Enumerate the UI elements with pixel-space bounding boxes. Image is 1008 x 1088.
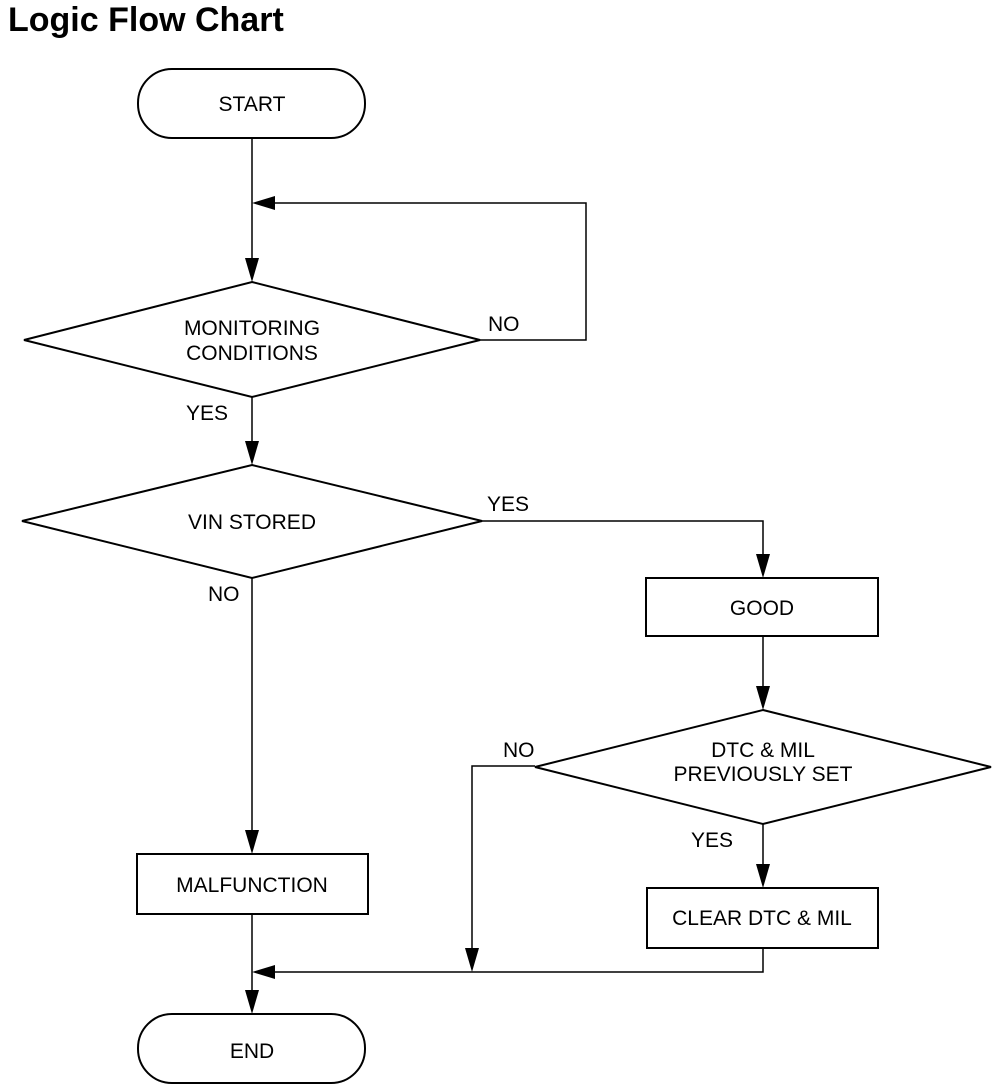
connectors bbox=[251, 138, 764, 1000]
arrowhead-clear-in bbox=[756, 864, 770, 888]
arrowhead-monitoring-in bbox=[245, 258, 259, 282]
node-vin-stored-label: VIN STORED bbox=[188, 511, 316, 534]
arrowhead-loop-return bbox=[252, 196, 275, 210]
node-clear-dtc-mil: CLEAR DTC & MIL bbox=[646, 887, 879, 949]
arrowhead-good-in bbox=[756, 554, 770, 578]
edge-clear-to-merge bbox=[265, 948, 764, 973]
node-start: START bbox=[137, 68, 366, 139]
node-dtc-label-1: DTC & MIL bbox=[711, 739, 815, 762]
arrowhead-dtc-in bbox=[756, 686, 770, 710]
edge-label-monitoring-yes: YES bbox=[186, 402, 228, 425]
node-malfunction-label: MALFUNCTION bbox=[176, 874, 328, 897]
arrowhead-vin-in bbox=[245, 441, 259, 465]
edge-label-vin-yes: YES bbox=[487, 493, 529, 516]
edge-dtc-no bbox=[471, 765, 535, 958]
arrowhead-dtc-no-down bbox=[465, 948, 479, 972]
node-end-label: END bbox=[230, 1040, 274, 1063]
node-good-label: GOOD bbox=[730, 597, 794, 620]
node-dtc-mil-previously-set: DTC & MIL PREVIOUSLY SET bbox=[534, 708, 992, 826]
node-monitoring-conditions: MONITORING CONDITIONS bbox=[23, 280, 481, 399]
arrowhead-end-in bbox=[245, 990, 259, 1014]
node-good: GOOD bbox=[645, 577, 879, 637]
edge-label-dtc-yes: YES bbox=[691, 829, 733, 852]
node-end: END bbox=[137, 1013, 366, 1084]
edge-label-dtc-no: NO bbox=[503, 739, 535, 762]
node-dtc-label-2: PREVIOUSLY SET bbox=[674, 763, 853, 786]
node-malfunction: MALFUNCTION bbox=[136, 853, 369, 915]
edge-label-monitoring-no: NO bbox=[488, 313, 520, 336]
edge-labels: NO YES YES NO NO YES bbox=[186, 313, 733, 852]
arrowhead-merge bbox=[252, 965, 275, 979]
edge-vin-yes bbox=[482, 520, 764, 566]
arrowheads bbox=[245, 196, 770, 1014]
arrowhead-malfunction-in bbox=[245, 830, 259, 854]
page-title: Logic Flow Chart bbox=[8, 1, 284, 39]
node-monitoring-label-2: CONDITIONS bbox=[186, 342, 318, 365]
edge-monitoring-no-loop bbox=[265, 202, 587, 341]
node-vin-stored: VIN STORED bbox=[21, 463, 483, 580]
node-clear-label: CLEAR DTC & MIL bbox=[672, 907, 852, 930]
node-start-label: START bbox=[219, 93, 286, 116]
edge-label-vin-no: NO bbox=[208, 583, 240, 606]
node-monitoring-label-1: MONITORING bbox=[184, 317, 320, 340]
